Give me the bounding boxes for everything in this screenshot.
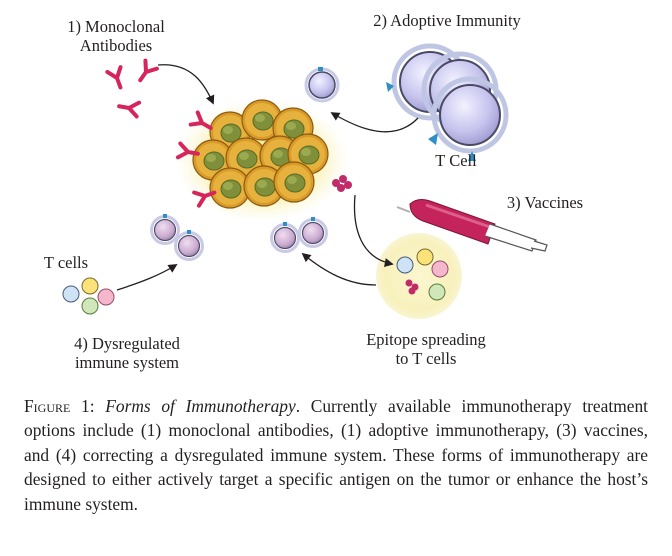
label-dysregulated-line2: immune system (74, 353, 180, 372)
tumor-mass (174, 98, 350, 222)
small-t-cells-left (150, 212, 204, 261)
immunotherapy-diagram (62, 43, 548, 319)
antigen-fragment (332, 175, 352, 192)
arrows (116, 64, 419, 291)
label-t-cell: T Cell (428, 151, 484, 170)
label-adoptive-immunity: 2) Adoptive Immunity (352, 11, 542, 30)
caption-body: . Currently available immunotherapy trea… (24, 396, 648, 514)
label-t-cells: T cells (38, 253, 94, 272)
caption-title: Forms of Immunotherapy (105, 396, 296, 416)
caption-prefix: Figure 1: (24, 396, 95, 416)
label-vaccines: 3) Vaccines (497, 193, 593, 212)
label-t-cells-text: T cells (43, 253, 89, 272)
epitope-spreading-cluster (376, 233, 462, 319)
small-t-cells-right (270, 215, 328, 253)
label-monoclonal-line1: 1) Monoclonal (67, 17, 165, 36)
figure-caption: Figure 1: Forms of Immunotherapy. Curren… (24, 394, 648, 516)
label-dysregulated-line1: 4) Dysregulated (74, 334, 180, 353)
label-dysregulated-immune-system: 4) Dysregulated immune system (62, 334, 192, 372)
label-epitope-line2: to T cells (395, 349, 457, 368)
label-vaccines-text: 3) Vaccines (506, 193, 584, 212)
label-t-cell-text: T Cell (435, 151, 477, 170)
syringe (396, 199, 548, 252)
label-epitope-line1: Epitope spreading (366, 330, 486, 349)
free-antibodies (105, 58, 159, 119)
label-monoclonal-antibodies: 1) Monoclonal Antibodies (56, 17, 176, 55)
label-epitope-spreading: Epitope spreading to T cells (352, 330, 500, 368)
dysregulated-cells (62, 277, 115, 315)
label-adoptive-text: 2) Adoptive Immunity (373, 11, 521, 30)
large-t-cells (386, 43, 509, 161)
migrating-t-cell (304, 67, 340, 103)
label-monoclonal-line2: Antibodies (79, 36, 153, 55)
